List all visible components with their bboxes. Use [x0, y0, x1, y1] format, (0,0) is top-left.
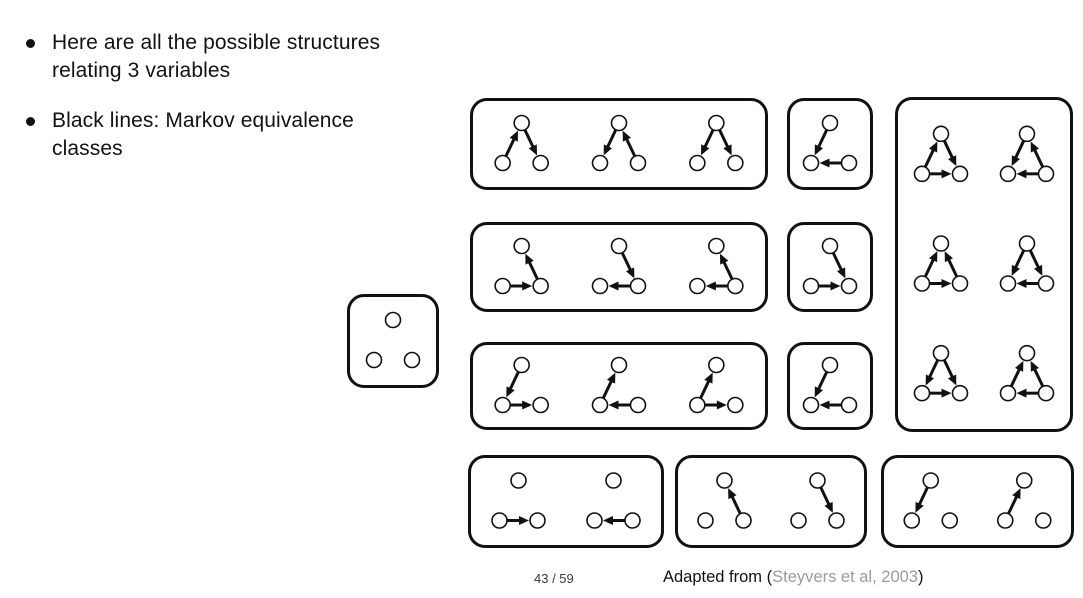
- class-collider-2-graphs: [802, 237, 858, 295]
- attribution-suffix: ): [917, 568, 924, 586]
- bullet-2-text: Black lines: Markov equivalence classes: [52, 107, 354, 163]
- class-collider-1-graphs: [802, 114, 858, 172]
- bullet-2-line-1: Black lines: Markov equivalence: [52, 109, 354, 132]
- class-empty-graph: [347, 294, 439, 388]
- class-chains-bottom: [470, 342, 768, 430]
- attribution: Adapted from (Steyvers et al, 2003): [663, 568, 923, 587]
- class-collider-3: [787, 342, 873, 430]
- page-number: 43 / 59: [534, 571, 574, 586]
- bullet-item-1: Here are all the possible structures rel…: [26, 29, 380, 85]
- class-empty-graph-graphs: [365, 311, 421, 369]
- class-complete-graphs-graphs: [913, 125, 1055, 402]
- attribution-citation: Steyvers et al, 2003: [772, 568, 918, 586]
- class-one-edge-right-diagonal: [675, 455, 867, 548]
- class-one-edge-horizontal-graphs: [491, 472, 641, 529]
- class-collider-1: [787, 98, 873, 190]
- class-chains-top-graphs: [494, 114, 744, 172]
- bullet-dot-icon: [26, 39, 35, 48]
- bullet-2-line-2: classes: [52, 137, 123, 160]
- bullet-item-2: Black lines: Markov equivalence classes: [26, 107, 354, 163]
- class-chains-middle: [470, 222, 768, 312]
- bullet-dot-icon: [26, 117, 35, 126]
- class-one-edge-left-diagonal-graphs: [903, 472, 1052, 529]
- class-chains-middle-graphs: [494, 237, 744, 295]
- attribution-prefix: Adapted from (: [663, 568, 773, 586]
- class-collider-2: [787, 222, 873, 312]
- bullet-1-text: Here are all the possible structures rel…: [52, 29, 380, 85]
- class-chains-bottom-graphs: [494, 356, 744, 414]
- class-collider-3-graphs: [802, 356, 858, 414]
- class-one-edge-right-diagonal-graphs: [697, 472, 845, 529]
- class-one-edge-left-diagonal: [881, 455, 1074, 548]
- bullet-1-line-2: relating 3 variables: [52, 59, 231, 82]
- class-chains-top: [470, 98, 768, 190]
- bullet-1-line-1: Here are all the possible structures: [52, 31, 381, 54]
- class-one-edge-horizontal: [468, 455, 664, 548]
- class-complete-graphs: [895, 97, 1073, 432]
